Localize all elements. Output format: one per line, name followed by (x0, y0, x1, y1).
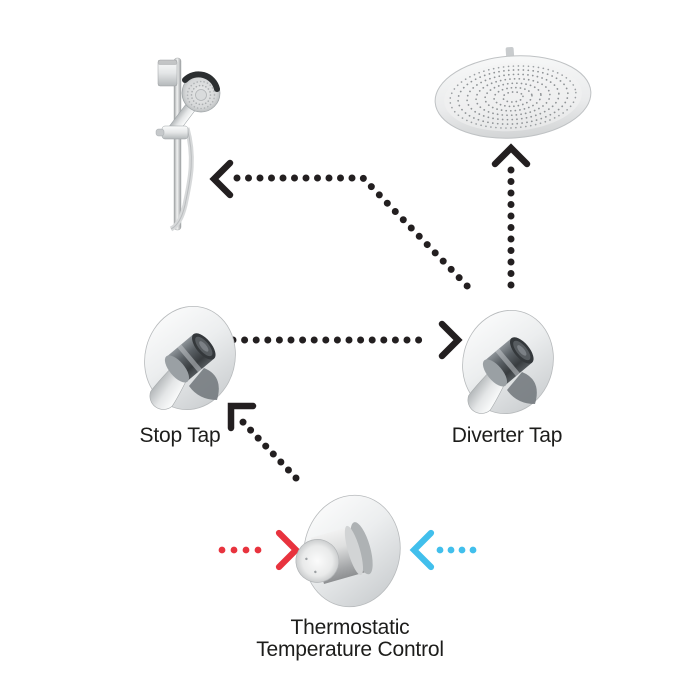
stop-tap-label: Stop Tap (139, 424, 221, 447)
arrow-dots (233, 174, 476, 295)
arrow-head-right-icon (438, 320, 463, 360)
arrow-head-up-icon (491, 143, 531, 168)
rain-shower-head-icon (434, 46, 592, 139)
thermostatic-label-line1: Thermostatic (290, 616, 410, 639)
thermostatic-label: Thermostatic Temperature Control (256, 617, 444, 661)
arrow-head-upleft-icon (227, 402, 257, 432)
cold-arrow-head-left-icon (409, 529, 435, 571)
cold-water-arrow (409, 529, 488, 571)
thermostatic-label-line2: Temperature Control (256, 638, 444, 661)
arrow-stop-to-diverter (229, 320, 463, 360)
diverter-tap-icon (451, 300, 565, 424)
arrow-diverter-to-rainhead (491, 143, 531, 289)
stop-tap-icon (133, 296, 247, 420)
handheld-shower-icon (155, 57, 221, 232)
arrow-diverter-to-handheld (209, 159, 476, 295)
arrow-head-left-icon (209, 159, 234, 199)
diverter-tap-label: Diverter Tap (451, 424, 563, 447)
thermostatic-valve-icon (295, 494, 401, 608)
hot-arrow-head-right-icon (275, 529, 301, 571)
arrow-thermostatic-to-stop (227, 402, 300, 482)
arrow-dots (237, 416, 300, 482)
hot-water-arrow (218, 529, 301, 571)
